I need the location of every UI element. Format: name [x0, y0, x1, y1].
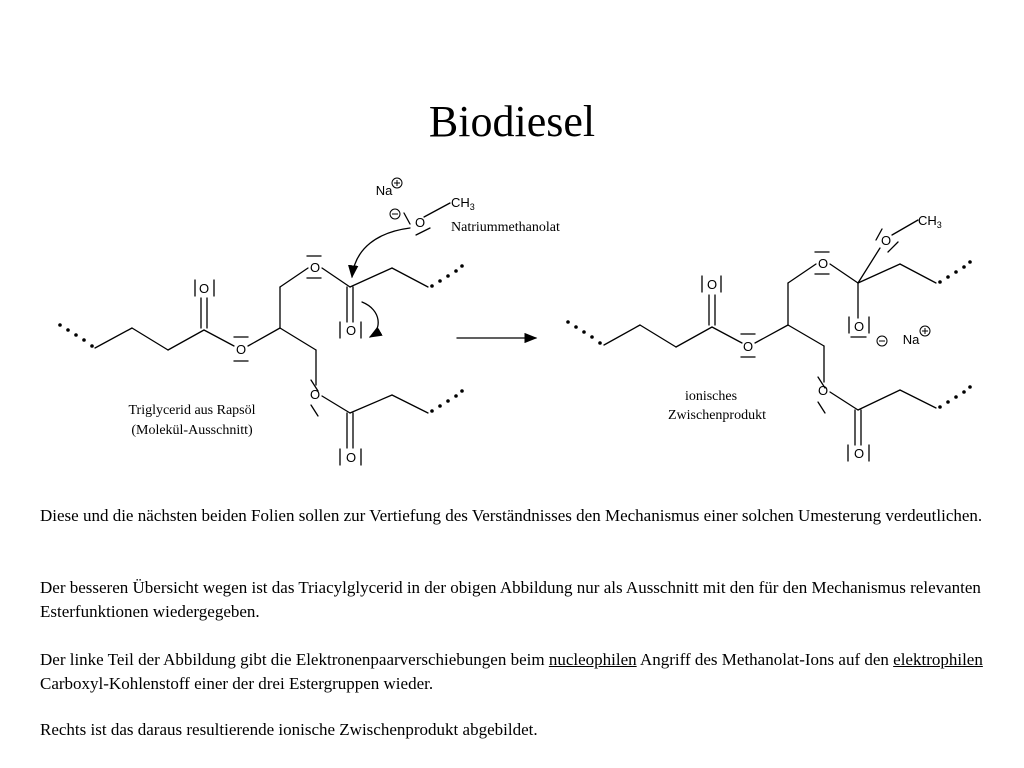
negative-charge-icon [389, 208, 401, 220]
slide-title: Biodiesel [428, 97, 596, 146]
sodium-label: Na [376, 183, 393, 198]
paragraph-3-text: Angriff des Methanolat-Ions auf den [636, 650, 894, 669]
right-caption-line1: ionisches [685, 389, 737, 404]
sodium-label: Na [903, 332, 920, 347]
atom-o: O [881, 233, 891, 248]
atom-o: O [346, 323, 356, 338]
left-triglyceride-bonds [94, 202, 451, 449]
left-caption-line1: Triglycerid aus Rapsöl [128, 403, 255, 418]
nucleophilic-link[interactable]: nucleophilen [548, 650, 637, 669]
positive-charge-icon [391, 177, 403, 189]
paragraph-1: Diese und die nächsten beiden Folien sol… [40, 506, 983, 525]
right-caption-line2: Zwischenprodukt [668, 408, 766, 423]
atom-o: O [236, 342, 246, 357]
electron-shift-arrow [361, 301, 383, 338]
atom-o: O [346, 450, 356, 465]
reagent-label: Natriummethanolat [451, 220, 560, 235]
charge-symbols [389, 177, 931, 347]
paragraph-3-text: Der linke Teil der Abbildung gibt die El… [40, 650, 549, 669]
atom-o: O [818, 383, 828, 398]
atom-o: O [415, 215, 425, 230]
paragraph-2: Der besseren Übersicht wegen ist das Tri… [40, 578, 981, 621]
right-intermediate-bonds [603, 219, 937, 446]
atom-o: O [199, 281, 209, 296]
paragraph-3-text: Carboxyl-Kohlenstoff einer der drei Este… [40, 674, 434, 693]
nucleophilic-attack-arrow [348, 227, 411, 279]
atom-o: O [707, 277, 717, 292]
electrophilic-link[interactable]: elektrophilen [893, 650, 983, 669]
paragraph-3: Der linke Teil der Abbildung gibt die El… [40, 648, 1000, 696]
paragraph-4: Rechts ist das daraus resultierende ioni… [40, 720, 538, 739]
right-lone-pairs [701, 228, 899, 462]
mechanism-diagram: O O O O O O O Na CH3 O O O O O O O Na CH… [58, 177, 972, 466]
left-caption-line2: (Molekül-Ausschnitt) [131, 423, 253, 438]
atom-o: O [310, 260, 320, 275]
atom-o: O [310, 387, 320, 402]
methyl-label: CH3 [918, 213, 942, 230]
atom-o: O [818, 256, 828, 271]
left-lone-pairs [194, 212, 431, 466]
atom-o: O [743, 339, 753, 354]
methyl-label: CH3 [451, 195, 475, 212]
atom-o: O [854, 319, 864, 334]
chain-continuation-dots [58, 260, 972, 413]
negative-charge-icon [876, 335, 888, 347]
atom-o: O [854, 446, 864, 461]
positive-charge-icon [919, 325, 931, 337]
